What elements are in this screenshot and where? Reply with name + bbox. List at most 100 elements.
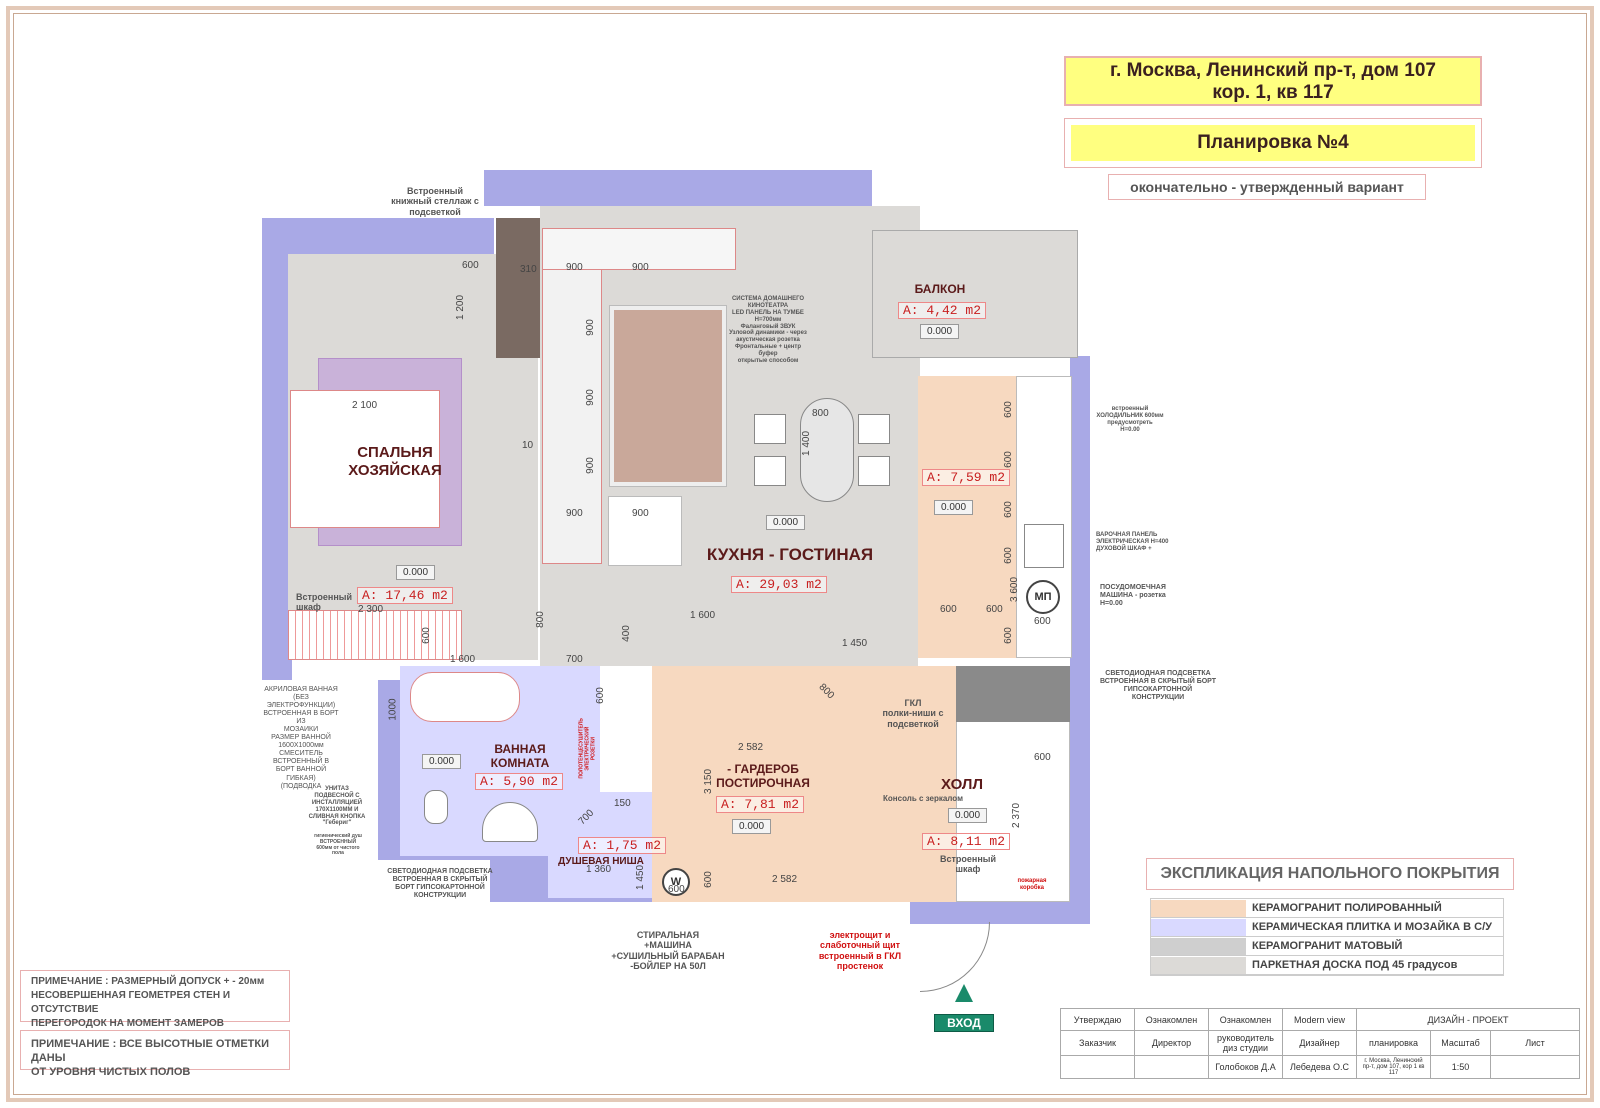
balcony-name: БАЛКОН — [914, 282, 966, 296]
dim-label: 600 — [594, 687, 606, 704]
bedroom-level: 0.000 — [396, 565, 436, 580]
legend-label: КЕРАМОГРАНИТ ПОЛИРОВАННЫЙ — [1252, 902, 1442, 914]
led-hall-note: СВЕТОДИОДНАЯ ПОДСВЕТКА ВСТРОЕННАЯ В СКРЫ… — [1099, 670, 1217, 702]
dim-label: 1 400 — [801, 430, 813, 457]
dim-label: 1 600 — [690, 610, 716, 621]
tb-cell — [1060, 1055, 1135, 1079]
washer-circle: W — [662, 868, 690, 896]
hall-area: A: 8,11 m2 — [922, 833, 1011, 850]
dim-label: 700 — [566, 654, 583, 665]
dim-label: 600 — [1034, 752, 1051, 763]
dim-label: 1000 — [387, 698, 399, 721]
dim-label: 2 370 — [1011, 802, 1023, 829]
tb-cell — [1490, 1055, 1580, 1079]
dim-label: 600 — [668, 884, 685, 895]
outer-wall-north-bed — [262, 218, 494, 254]
tb-cell — [1134, 1055, 1209, 1079]
title-block: Утверждаю Ознакомлен Ознакомлен Modern v… — [1060, 1008, 1580, 1079]
kitchen-level: 0.000 — [934, 500, 974, 515]
dim-label: 1 200 — [455, 294, 467, 321]
dim-label: 900 — [566, 508, 583, 519]
legend-row: КЕРАМОГРАНИТ ПОЛИРОВАННЫЙ — [1151, 899, 1503, 918]
kitchen-living-area: A: 29,03 m2 — [731, 576, 827, 593]
bathroom-level: 0.000 — [422, 754, 462, 769]
dim-label: 900 — [566, 262, 583, 273]
plan-status: окончательно - утвержденный вариант — [1108, 174, 1426, 200]
gkl-shelves-note: ГКЛ полки-ниши с подсветкой — [882, 698, 944, 729]
dim-label: 600 — [1002, 547, 1014, 564]
sink-bath — [482, 802, 538, 842]
dim-label: 600 — [1002, 401, 1014, 418]
bathroom-name: ВАННАЯ КОМНАТА — [490, 742, 550, 771]
legend-swatch — [1151, 956, 1246, 974]
tb-cell: Утверждаю — [1060, 1008, 1135, 1031]
bedroom-name: СПАЛЬНЯ ХОЗЯЙСКАЯ — [348, 444, 442, 479]
bath-note: АКРИЛОВАЯ ВАННАЯ (БЕЗ ЭЛЕКТРОФУНКЦИИ) ВС… — [263, 686, 339, 790]
dim-label: 600 — [940, 604, 957, 615]
dim-label: 600 — [986, 604, 1003, 615]
hob-note: ВАРОЧНАЯ ПАНЕЛЬ ЭЛЕКТРИЧЕСКАЯ Н=400 ДУХО… — [1096, 532, 1169, 552]
dining-chair — [754, 414, 786, 444]
dining-chair — [858, 414, 890, 444]
fire-box-note: пожарная коробка — [1017, 878, 1047, 891]
legend-label: КЕРАМИЧЕСКАЯ ПЛИТКА И МОЗАЙКА В С/У — [1252, 921, 1493, 933]
washer-note: СТИРАЛЬНАЯ +МАШИНА +СУШИЛЬНЫЙ БАРАБАН -Б… — [611, 930, 725, 972]
tb-cell: Modern view — [1282, 1008, 1357, 1031]
bed — [290, 390, 440, 528]
tb-cell: 1:50 — [1430, 1055, 1491, 1079]
plan-title: Планировка №4 — [1071, 125, 1475, 161]
title-block-row: Голобоков Д.А Лебедева О.С г. Москва, Ле… — [1060, 1055, 1580, 1079]
dining-chair — [858, 456, 890, 486]
washer-label: W — [670, 876, 682, 888]
dim-label: 2 582 — [738, 742, 764, 753]
dim-label: 800 — [534, 611, 546, 628]
toilet-note: УНИТАЗ ПОДВЕСНОЙ С ИНСТАЛЛЯЦИЕЙ 170Х1100… — [308, 786, 366, 827]
tb-cell: Директор — [1134, 1030, 1209, 1056]
outer-wall-east — [1070, 356, 1090, 916]
legend-label: КЕРАМОГРАНИТ МАТОВЫЙ — [1252, 940, 1403, 952]
title-block-row: Заказчик Директор руководитель диз студи… — [1060, 1030, 1580, 1056]
kitchen-floor — [918, 376, 1016, 658]
dishwasher-label: МП — [1034, 591, 1052, 603]
tb-cell: Голобоков Д.А — [1208, 1055, 1283, 1079]
bathroom-area: A: 5,90 m2 — [475, 773, 564, 790]
sofa-top — [542, 228, 736, 270]
towel-heater-note: ПОЛОТЕНЦЕСУШИТЕЛЬ ЭЛЕКТРИЧЕСКИЙ РОЗЕТКИ — [578, 718, 596, 779]
dim-label: 900 — [584, 319, 596, 336]
fridge-note: встроенный ХОЛОДИЛЬНИК 600мм предусмотре… — [1096, 406, 1164, 433]
tb-cell: планировка — [1356, 1030, 1431, 1056]
balcony-floor — [872, 230, 1078, 358]
dim-label: 600 — [702, 871, 714, 888]
living-rug — [609, 305, 727, 487]
dining-chair — [754, 456, 786, 486]
address-box: г. Москва, Ленинский пр-т, дом 107 кор. … — [1064, 56, 1482, 106]
dim-label: 600 — [420, 627, 432, 644]
elec-panel-note: электрощит и слаботочный щит встроенный … — [818, 930, 902, 972]
dim-label: 2 582 — [772, 874, 798, 885]
bookcase-floor — [496, 218, 540, 358]
dim-label: 1 600 — [450, 654, 476, 665]
balcony-level: 0.000 — [920, 324, 960, 339]
legend-swatch — [1151, 918, 1246, 936]
entrance-label[interactable]: ВХОД — [934, 1014, 994, 1032]
dim-label: 600 — [1002, 627, 1014, 644]
shower-name: ДУШЕВАЯ НИША — [558, 856, 644, 867]
kitchen-area: A: 7,59 m2 — [922, 469, 1011, 486]
console-note: Консоль с зеркалом — [883, 794, 963, 803]
dim-label: 600 — [1002, 451, 1014, 468]
dim-label: 310 — [520, 264, 537, 275]
dining-table — [800, 398, 854, 502]
legend-label: ПАРКЕТНАЯ ДОСКА ПОД 45 градусов — [1252, 959, 1458, 971]
hall-closet-note: Встроенный шкаф — [940, 854, 997, 875]
tb-cell: Лебедева О.С — [1282, 1055, 1357, 1079]
note-tolerance: ПРИМЕЧАНИЕ : РАЗМЕРНЫЙ ДОПУСК + - 20мм Н… — [20, 970, 290, 1029]
legend-row: ПАРКЕТНАЯ ДОСКА ПОД 45 градусов — [1151, 956, 1503, 975]
hall-niche — [956, 666, 1070, 722]
dim-label: 3 600 — [1009, 576, 1021, 603]
bedroom-area: A: 17,46 m2 — [357, 587, 453, 604]
dim-label: 150 — [614, 798, 631, 809]
balcony-area: A: 4,42 m2 — [898, 302, 987, 319]
tb-cell: г. Москва, Ленинский пр-т, дом 107, кор … — [1356, 1055, 1431, 1079]
dim-label: 2 300 — [358, 604, 384, 615]
tb-cell: Лист — [1490, 1030, 1580, 1056]
